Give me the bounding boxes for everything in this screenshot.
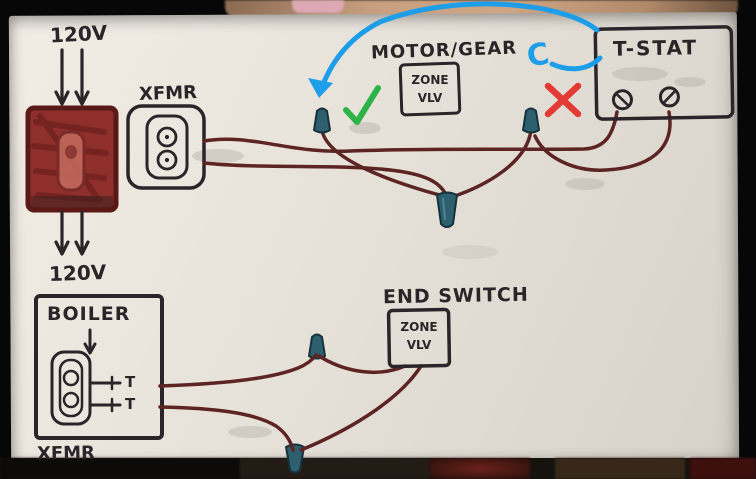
zone-valve-bottom-line1: ZONE [400,320,438,334]
end-switch-label: END SWITCH [382,283,529,309]
background-brown-center [240,458,430,479]
thermostat-label: T-STAT [612,35,699,61]
zone-valve-bottom-label: ZONE VLV [390,318,448,354]
transformer-top-label: XFMR [138,81,198,106]
background-table-strip [0,458,756,479]
whiteboard [8,12,740,466]
zone-valve-top-line2: VLV [417,91,443,105]
supply-bottom-label: 120V [48,260,107,286]
zone-valve-top-label: ZONE VLV [402,71,458,107]
boiler-t2-label: T [125,395,136,413]
boiler-t1-label: T [125,373,136,391]
zone-valve-bottom-line2: VLV [406,338,432,352]
supply-top-label: 120V [49,20,108,48]
zone-valve-top-line1: ZONE [411,73,449,87]
background-pink-object [292,0,344,13]
background-brown-right [555,458,685,479]
boiler-label: BOILER [47,303,131,325]
background-dark-left [0,458,240,479]
background-red-blur [430,458,530,479]
background-darkred-corner [690,458,756,479]
transformer-bottom-label: XFMR [36,442,96,465]
